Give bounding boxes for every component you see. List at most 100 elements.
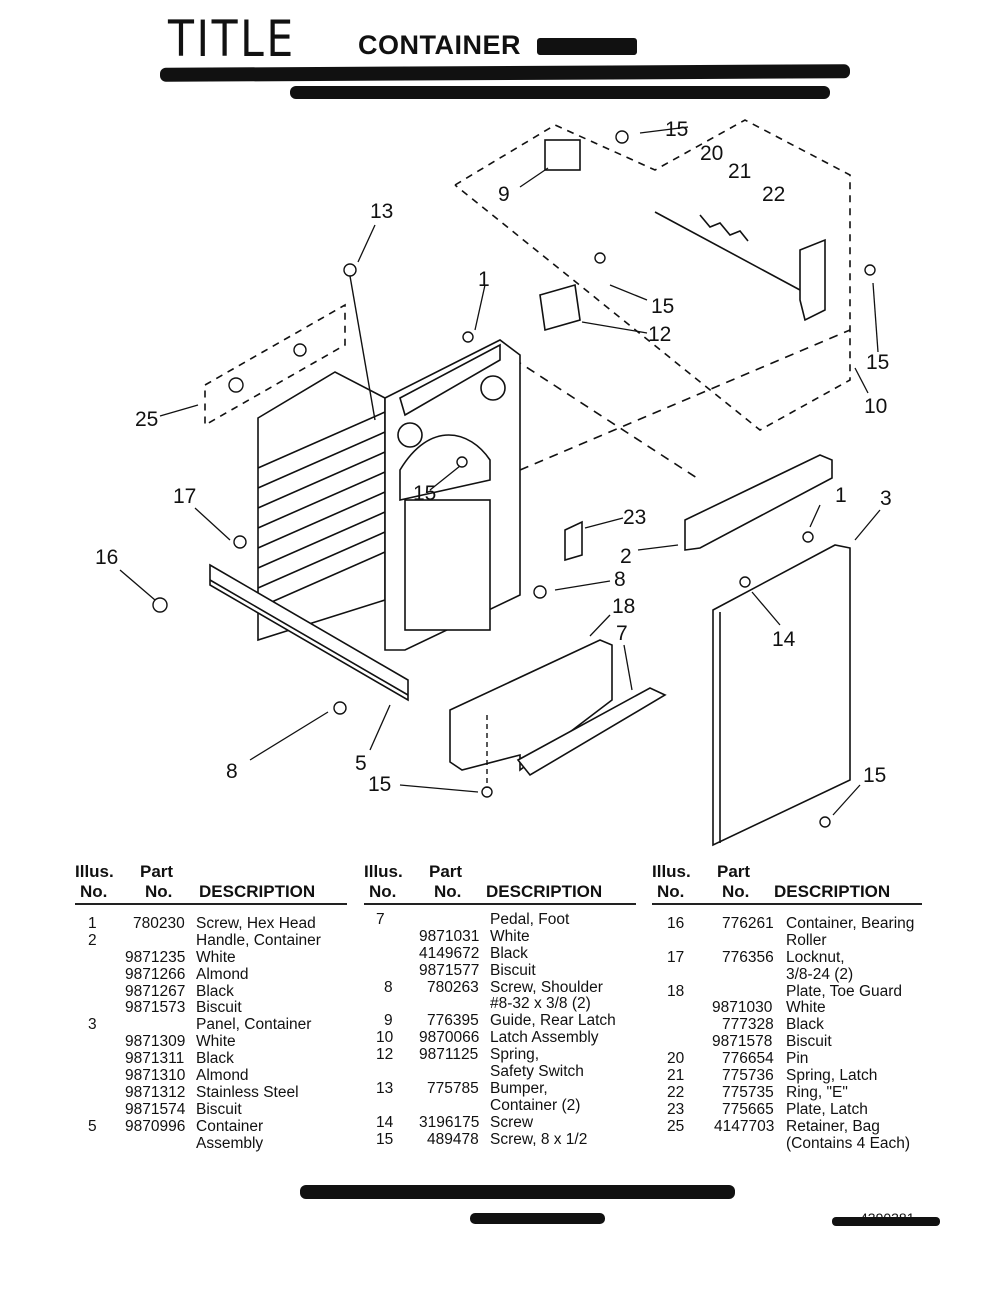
header-part-no: No. (722, 882, 750, 901)
header-description: DESCRIPTION (199, 882, 316, 901)
callout-3: 3 (880, 487, 892, 510)
table-cell: 14 (376, 1113, 394, 1131)
footer-redaction-1 (300, 1185, 735, 1199)
table-cell: 780230 (133, 915, 185, 932)
table-cell: Black (196, 1050, 234, 1068)
callout-15: 15 (665, 118, 689, 141)
table-cell: Ring, "E" (786, 1083, 848, 1101)
table-cell: 23 (667, 1100, 685, 1118)
heading-text: CONTAINER (358, 30, 521, 60)
table-cell: Stainless Steel (196, 1083, 299, 1101)
table-row: 12 9871125 Spring, (364, 1046, 639, 1064)
table-cell: 775735 (722, 1083, 774, 1101)
table-cell: Screw, 8 x 1/2 (490, 1130, 588, 1148)
header-illus-no: No. (80, 882, 108, 901)
table-row: Container (2) (364, 1097, 639, 1115)
callout-15: 15 (413, 482, 437, 505)
header-illus: Illus. (652, 862, 691, 881)
table-row: 9871030 White (652, 1000, 952, 1017)
table-cell: Black (786, 1016, 824, 1034)
callout-23: 23 (623, 506, 647, 529)
table-cell: Screw, Hex Head (196, 915, 316, 932)
callout-12: 12 (648, 323, 672, 346)
header-description: DESCRIPTION (486, 882, 603, 901)
table-cell: 775736 (722, 1067, 774, 1085)
callout-15: 15 (866, 351, 890, 374)
callout-14: 14 (772, 628, 796, 651)
table-cell: Biscuit (786, 1033, 832, 1051)
table-cell: 9870066 (419, 1029, 480, 1047)
header-part: Part (140, 862, 174, 881)
callout-25: 25 (135, 408, 159, 431)
table-cell: 3196175 (419, 1113, 480, 1131)
table-cell: 775785 (427, 1079, 479, 1097)
table-row: 21 775736 Spring, Latch (652, 1067, 952, 1085)
callout-13: 13 (370, 200, 394, 223)
table-cell: 17 (667, 948, 685, 966)
table-cell: 10 (376, 1029, 394, 1047)
table-cell: 16 (667, 915, 685, 932)
table-cell: Almond (196, 1067, 249, 1085)
header-rule (364, 903, 636, 905)
table-cell: Black (196, 982, 234, 1000)
table-cell: 9 (384, 1012, 393, 1030)
callout-10: 10 (864, 395, 888, 418)
table-cell: 9871125 (419, 1046, 479, 1064)
table-cell: 1 (88, 915, 97, 932)
table-row: 9871573 Biscuit (75, 1000, 350, 1017)
exploded-parts-diagram (119, 119, 881, 847)
table-cell: 2 (88, 931, 97, 949)
table-cell: White (786, 999, 826, 1017)
table-cell: #8-32 x 3/8 (2) (490, 995, 591, 1013)
callout-1: 1 (835, 484, 847, 507)
table-row: (Contains 4 Each) (652, 1134, 952, 1153)
header-rule (75, 903, 347, 905)
table-cell: 4149672 (419, 944, 480, 962)
header-illus-no: No. (369, 882, 397, 901)
header-illus-no: No. (657, 882, 685, 901)
callout-8: 8 (226, 760, 238, 783)
table-cell: 9870996 (125, 1117, 186, 1135)
page-heading: CONTAINER (358, 30, 521, 61)
table-cell: 21 (667, 1067, 685, 1085)
table-cell: Biscuit (490, 961, 536, 979)
table-cell: 3/8-24 (2) (786, 965, 854, 983)
table-cell: 20 (667, 1050, 685, 1068)
table-cell: Container (196, 1117, 264, 1135)
table-cell: (Contains 4 Each) (786, 1134, 911, 1152)
footer-redaction-3 (832, 1217, 940, 1226)
table-cell: Spring, (490, 1046, 540, 1064)
footer-redaction-2 (470, 1213, 605, 1224)
table-cell: Biscuit (196, 999, 242, 1017)
table-cell: Black (490, 944, 528, 962)
table-cell: 9871030 (712, 999, 773, 1017)
callout-15: 15 (368, 773, 392, 796)
table-cell: 13 (376, 1079, 394, 1097)
table-cell: Spring, Latch (786, 1067, 878, 1085)
table-cell: 9871573 (125, 999, 186, 1017)
callout-9: 9 (498, 183, 510, 206)
table-cell: Biscuit (196, 1100, 242, 1118)
table-cell: 9871309 (125, 1033, 186, 1051)
table-cell: 12 (376, 1046, 394, 1064)
header-part: Part (429, 862, 463, 881)
header-part: Part (717, 862, 751, 881)
safety-switch-spring (539, 283, 581, 332)
table-cell: Assembly (196, 1134, 264, 1152)
